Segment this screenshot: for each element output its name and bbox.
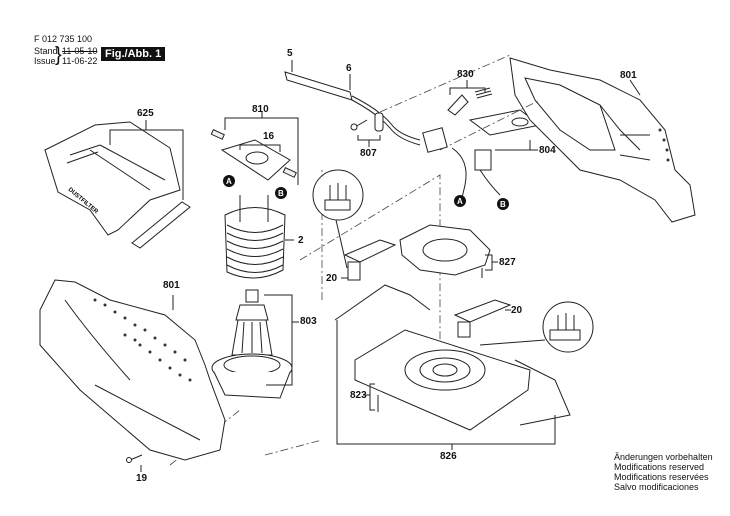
- svg-text:B: B: [500, 200, 506, 209]
- note-es: Salvo modificaciones: [614, 482, 699, 492]
- detail-circle-right: [479, 301, 594, 353]
- detail-circle-left: [312, 169, 364, 269]
- label-20-left: 20: [326, 273, 338, 284]
- terminal-block: [422, 127, 448, 153]
- stand-label: Stand: [34, 46, 58, 56]
- label-20-right: 20: [511, 305, 523, 316]
- label-830: 830: [457, 69, 474, 80]
- dust-filter: DUSTFILTER: [44, 121, 191, 249]
- svg-text:A: A: [457, 197, 463, 206]
- label-801-bottom: 801: [163, 280, 180, 291]
- label-6: 6: [346, 63, 352, 74]
- connector-a-left: A: [223, 175, 235, 187]
- label-823: 823: [350, 390, 367, 401]
- connector-b-left: B: [275, 187, 287, 199]
- issue-label: Issue: [34, 56, 56, 66]
- label-826: 826: [440, 451, 457, 462]
- stator: [224, 195, 286, 279]
- label-827: 827: [499, 257, 516, 268]
- armature: [211, 289, 293, 399]
- spring-right: [514, 359, 571, 426]
- label-803: 803: [300, 316, 317, 327]
- modification-notes: Änderungen vorbehalten Modifications res…: [614, 452, 713, 492]
- brace-icon: }: [55, 44, 62, 66]
- note-fr: Modifications reservées: [614, 472, 709, 482]
- connector-b-right: B: [497, 198, 509, 210]
- note-en: Modifications reserved: [614, 462, 705, 472]
- spring-left: [334, 284, 431, 321]
- svg-text:A: A: [226, 177, 232, 186]
- cable-clamp: [350, 112, 384, 132]
- figure-badge: Fig./Abb. 1: [101, 47, 166, 61]
- label-625: 625: [137, 108, 154, 119]
- svg-text:B: B: [278, 189, 284, 198]
- label-810: 810: [252, 104, 269, 115]
- label-2: 2: [298, 235, 304, 246]
- housing-half-bottom: [39, 279, 226, 461]
- label-801-top: 801: [620, 70, 637, 81]
- label-19: 19: [136, 473, 148, 484]
- label-16: 16: [263, 131, 275, 142]
- label-5: 5: [287, 48, 293, 59]
- brush-plate: [210, 128, 297, 181]
- base-plate: [354, 329, 531, 431]
- part-number: F 012 735 100: [34, 34, 93, 44]
- stand-date: 11-05-10: [62, 46, 98, 56]
- note-de: Änderungen vorbehalten: [614, 452, 713, 462]
- gasket-plate: [399, 224, 491, 276]
- housing-half-top: [509, 57, 696, 223]
- label-807: 807: [360, 148, 377, 159]
- clamp-left: [343, 239, 397, 281]
- issue-date: 11-06-22: [62, 56, 98, 66]
- connector-a-right: A: [454, 195, 466, 207]
- label-804: 804: [539, 145, 556, 156]
- clamp-right: [453, 299, 512, 338]
- cable: [284, 71, 421, 146]
